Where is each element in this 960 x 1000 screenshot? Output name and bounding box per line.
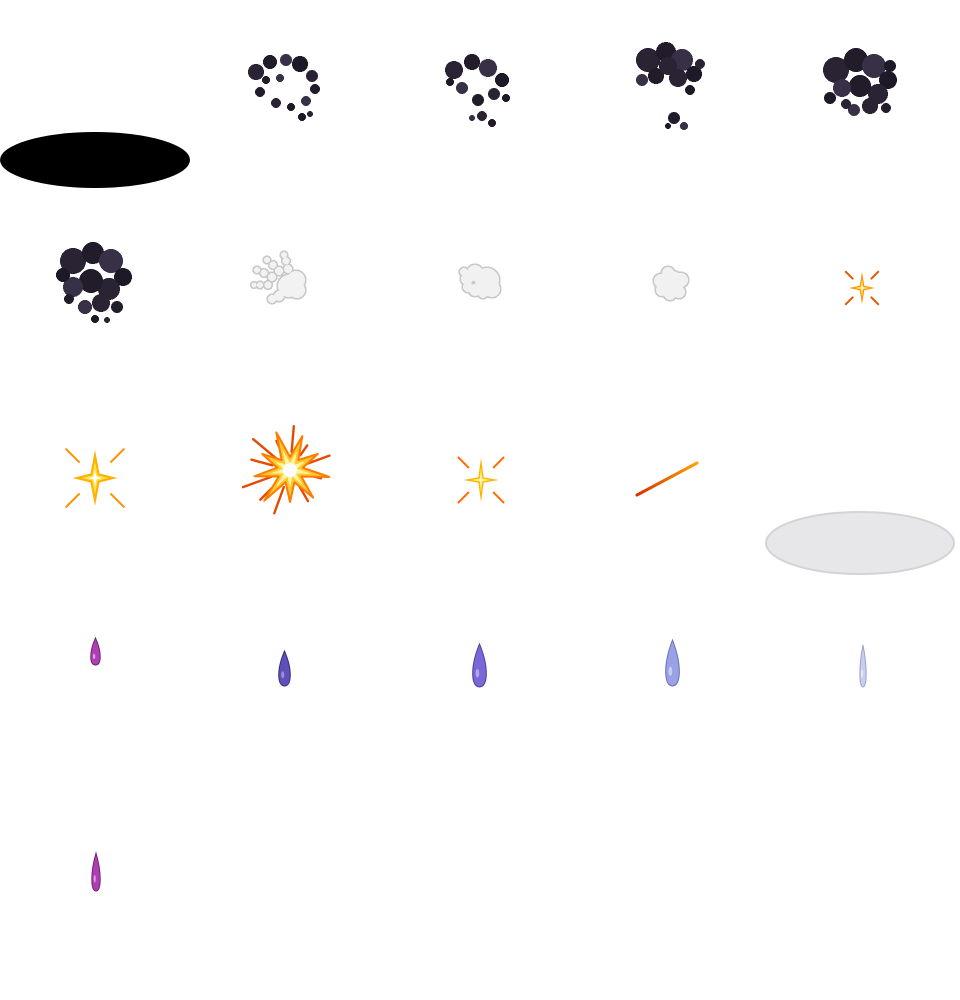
- drop-magenta-small-svg: [89, 636, 101, 666]
- hand-open-sprite-svg: [249, 250, 307, 305]
- smoke-puff-frame-1: [244, 50, 328, 130]
- sparkle-star-sprite: [53, 436, 137, 520]
- drop-pale-thin: [857, 642, 869, 690]
- shadow-ellipse-gray-svg: [765, 511, 955, 575]
- shadow-ellipse-black: [0, 130, 192, 190]
- spark-small-sprite: [838, 264, 886, 312]
- smoke-puff-frame-1-svg: [248, 54, 320, 121]
- drop-magenta-tall-svg: [91, 851, 101, 892]
- sparkle-small-sprite-svg: [457, 456, 505, 504]
- drop-pale-thin-svg: [859, 644, 867, 688]
- drop-magenta-small: [88, 635, 103, 668]
- hand-fist-sprite-svg: [652, 265, 690, 302]
- smoke-puff-frame-2: [440, 50, 520, 134]
- hand-fist-sprite: [646, 264, 694, 306]
- sparkle-small-sprite: [448, 447, 514, 513]
- shadow-ellipse-black-svg: [0, 132, 190, 188]
- smoke-puff-frame-3: [624, 38, 716, 138]
- smoke-puff-frame-3-svg: [636, 42, 705, 130]
- sparkle-star-sprite-svg: [64, 447, 126, 509]
- hand-open-sprite: [246, 250, 316, 310]
- shadow-ellipse-gray: [764, 510, 956, 576]
- drop-purple-large-svg: [471, 642, 487, 688]
- smoke-puff-frame-4-svg: [823, 48, 897, 116]
- slash-streak-sprite: [633, 459, 701, 499]
- smoke-puff-frame-5-svg: [56, 242, 132, 323]
- explosion-burst-sprite-svg: [241, 424, 331, 515]
- smoke-puff-frame-5: [49, 239, 145, 335]
- drop-purple-medium: [276, 648, 293, 689]
- smoke-puff-frame-2-svg: [445, 54, 510, 127]
- drop-purple-large: [470, 641, 489, 690]
- slash-streak-sprite-svg: [635, 461, 699, 497]
- smoke-puff-frame-4: [816, 46, 908, 142]
- hand-grab-sprite: [452, 258, 508, 304]
- spark-small-sprite-svg: [844, 270, 880, 306]
- drop-lavender-large-svg: [664, 638, 680, 687]
- drop-purple-medium-svg: [277, 649, 291, 687]
- explosion-burst-sprite: [234, 414, 346, 526]
- drop-lavender-large: [663, 637, 682, 689]
- hand-grab-sprite-svg: [458, 263, 502, 300]
- drop-magenta-tall: [89, 850, 103, 894]
